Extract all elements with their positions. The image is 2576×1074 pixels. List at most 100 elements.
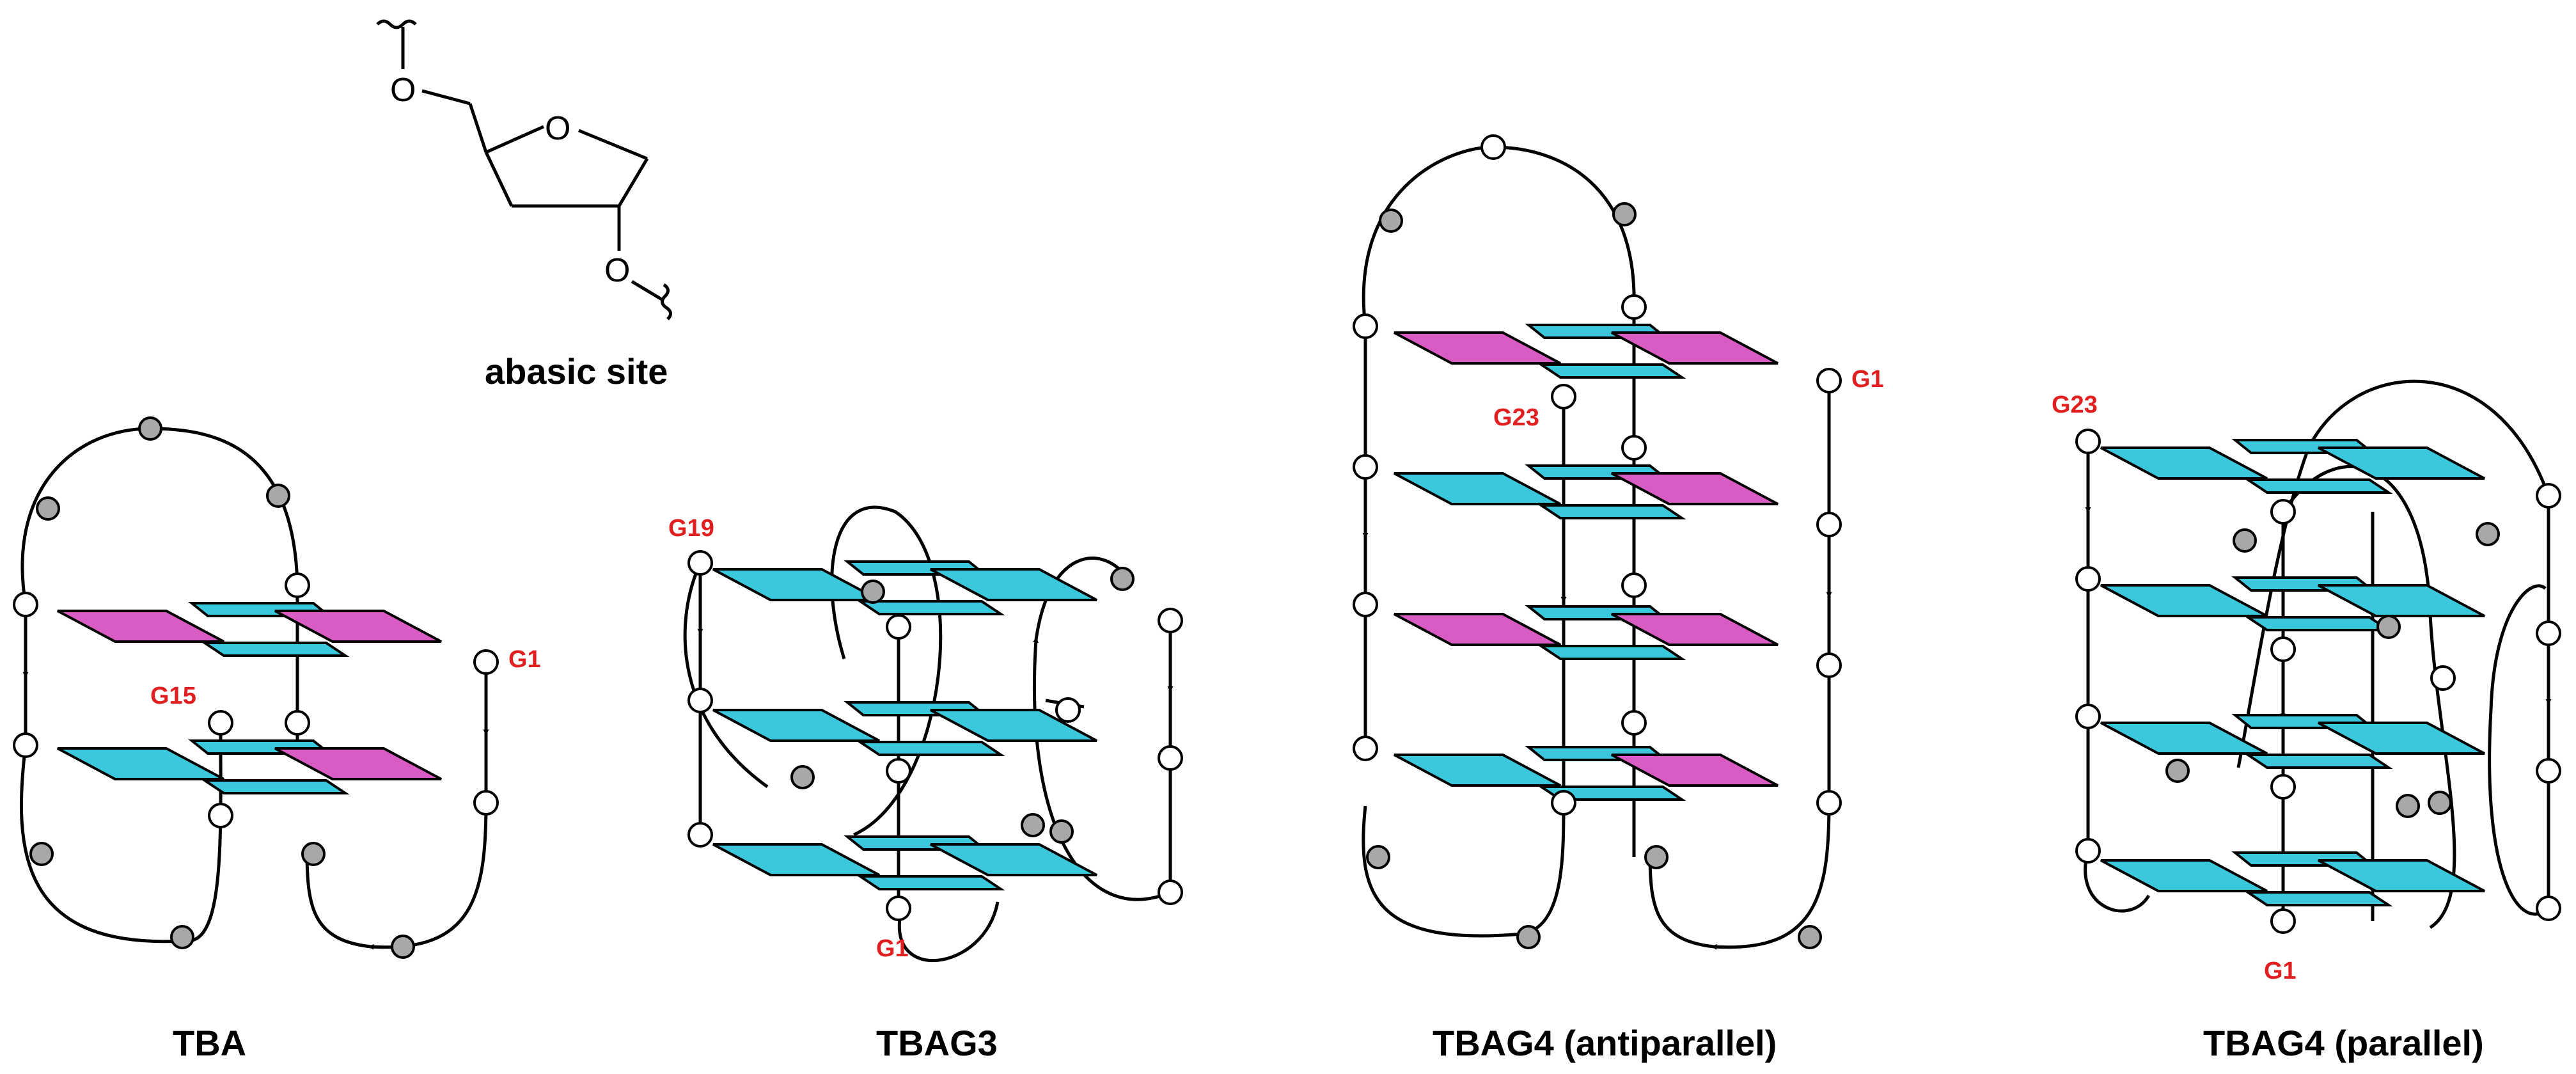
loop-segment	[20, 425, 299, 605]
loop-segment	[1362, 144, 1636, 327]
guanine-plate-anti	[2318, 722, 2485, 755]
guanine-node	[2270, 774, 2296, 800]
loop-nucleotide-node	[2376, 615, 2401, 639]
guanine-plate-anti	[1537, 363, 1686, 379]
guanine-node	[2075, 704, 2101, 729]
guanine-plate-anti	[856, 741, 1005, 756]
loop-nucleotide-node	[1516, 925, 1541, 949]
end-residue-label: G19	[668, 515, 714, 542]
guanine-plate-anti	[856, 600, 1005, 615]
guanine-node	[2536, 758, 2561, 784]
guanine-node	[2536, 620, 2561, 646]
abasic-site-structure: O O O abasic site	[376, 19, 672, 391]
guanine-node	[1551, 384, 1576, 409]
guanine-node	[886, 758, 911, 784]
start-residue-label: G1	[876, 935, 909, 962]
guanine-plate-syn	[274, 610, 442, 643]
guanine-node	[2270, 908, 2296, 934]
guanine-plate-anti	[930, 568, 1097, 601]
guanine-node	[208, 710, 233, 736]
loop-nucleotide-node	[2428, 791, 2452, 815]
guanine-node	[2075, 566, 2101, 592]
oxygen-label: O	[604, 252, 630, 289]
guanine-plate-anti	[2318, 446, 2485, 480]
guanine-plate-anti	[712, 568, 880, 601]
loop-nucleotide-node	[1798, 925, 1822, 949]
guanine-plate-anti	[712, 843, 880, 876]
guanine-node	[1353, 592, 1378, 617]
structure-title: TBAG4 (antiparallel)	[1433, 1023, 1777, 1063]
guanine-node	[2430, 665, 2456, 691]
loop-nucleotide-node	[790, 765, 815, 789]
wavy-bond-bottom	[661, 283, 672, 320]
structure-title: TBA	[173, 1023, 246, 1063]
guanine-node	[1480, 134, 1506, 160]
guanine-node	[1158, 880, 1183, 905]
guanine-node	[208, 803, 233, 828]
structure-title: TBAG3	[876, 1023, 998, 1063]
loop-segment	[897, 901, 1000, 963]
bond	[421, 89, 471, 106]
loop-nucleotide-node	[861, 580, 885, 604]
guanine-plate-anti	[2243, 891, 2393, 906]
guanine-node	[1551, 790, 1576, 816]
guanine-plate-syn	[1611, 613, 1779, 646]
guanine-plate-anti	[2318, 584, 2485, 617]
loop-nucleotide-node	[1110, 567, 1135, 591]
loop-nucleotide-node	[138, 416, 162, 441]
guanine-plate-anti	[2243, 616, 2393, 631]
end-residue-label: G15	[150, 683, 196, 709]
guanine-plate-anti	[57, 747, 224, 780]
guanine-node	[1621, 573, 1647, 598]
loop-nucleotide-node	[1366, 845, 1390, 869]
guanine-plate-syn	[1611, 331, 1779, 365]
guanine-node	[1816, 368, 1842, 393]
guanine-plate-syn	[274, 747, 442, 780]
loop-nucleotide-node	[2233, 528, 2257, 553]
guanine-plate-anti	[2100, 446, 2268, 480]
loop-nucleotide-node	[2476, 522, 2500, 546]
guanine-node	[687, 822, 713, 848]
loop-nucleotide-node	[170, 925, 194, 949]
guanine-node	[886, 614, 911, 640]
guanine-plate-anti	[2100, 722, 2268, 755]
loop-nucleotide-node	[36, 496, 60, 521]
loop-segment	[1362, 802, 1566, 938]
loop-nucleotide-node	[301, 842, 326, 866]
bond	[578, 129, 648, 161]
loop-segment	[19, 741, 223, 944]
loop-segment	[683, 562, 769, 789]
guanine-plate-anti	[1394, 754, 1561, 787]
guanine-node	[2075, 429, 2101, 454]
guanine-node	[1816, 790, 1842, 816]
loop-nucleotide-node	[1049, 819, 1074, 844]
loop-nucleotide-node	[2165, 759, 2190, 783]
guanine-plate-anti	[1537, 645, 1686, 660]
guanine-node	[1621, 435, 1647, 461]
guanine-plate-anti	[856, 875, 1005, 890]
guanine-node	[1353, 454, 1378, 480]
start-residue-label: G1	[508, 646, 541, 673]
bond	[468, 103, 488, 153]
guanine-node	[2075, 838, 2101, 864]
end-residue-label: G23	[2052, 391, 2098, 418]
loop-segment	[2488, 584, 2550, 916]
guanine-node	[473, 790, 499, 816]
guanine-node	[285, 710, 310, 736]
abasic-site-caption: abasic site	[485, 351, 668, 391]
guanine-node	[1816, 652, 1842, 678]
guanine-node	[1816, 512, 1842, 537]
loop-segment	[1032, 557, 1171, 901]
guanine-node	[1158, 745, 1183, 771]
loop-nucleotide-node	[266, 484, 290, 508]
guanine-plate-anti	[2243, 754, 2393, 769]
bond	[485, 125, 545, 154]
oxygen-label: O	[390, 72, 416, 109]
guanine-plate-anti	[712, 709, 880, 742]
guanine-plate-anti	[2100, 584, 2268, 617]
guanine-node	[13, 592, 38, 617]
guanine-node	[687, 550, 713, 576]
guanine-plate-anti	[930, 843, 1097, 876]
